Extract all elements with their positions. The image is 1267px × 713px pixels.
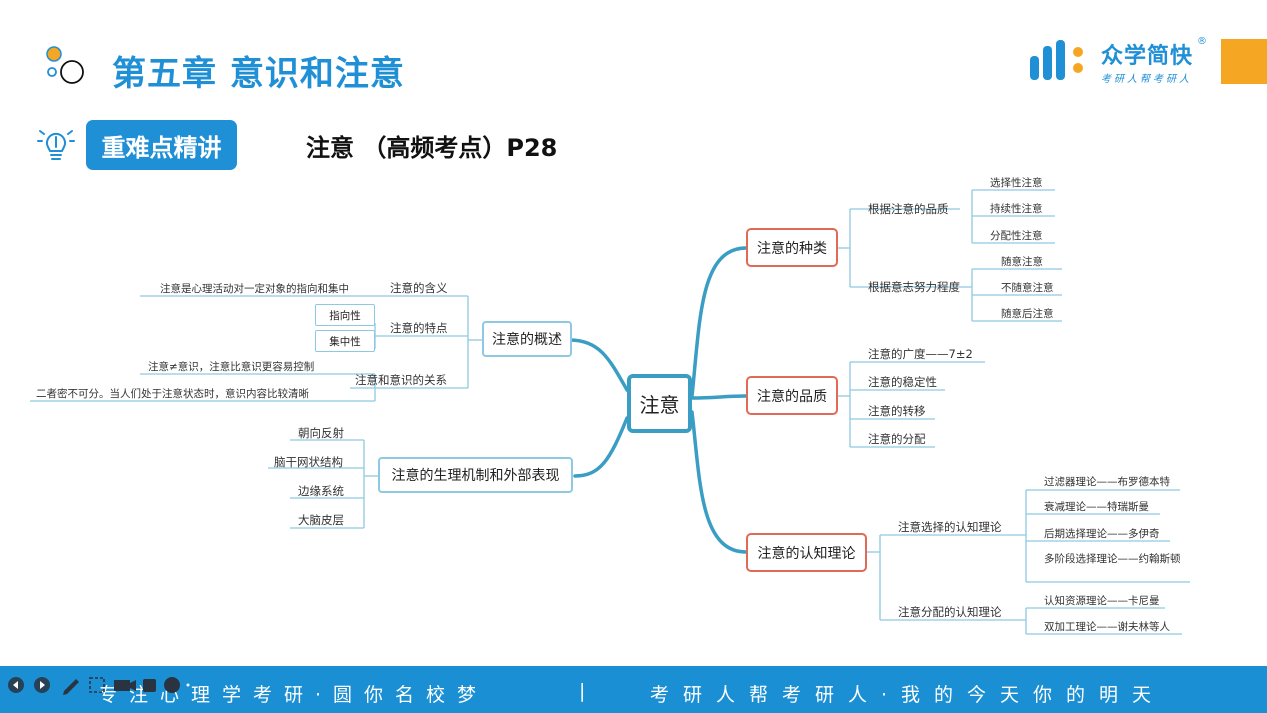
chat-icon[interactable] (164, 677, 180, 693)
leaf-resource-theory: 认知资源理论——卡尼曼 (1044, 595, 1160, 607)
next-icon[interactable] (34, 677, 50, 693)
leaf-multistage-selection: 多阶段选择理论——约翰斯顿 (1044, 553, 1181, 565)
presentation-controls (8, 677, 190, 695)
node-overview: 注意的概述 (482, 321, 572, 357)
label-relation: 注意和意识的关系 (355, 373, 447, 387)
leaf-directivity: 指向性 (315, 304, 375, 326)
label-by-effort: 根据意志努力程度 (868, 280, 960, 294)
leaf-cerebral-cortex: 大脑皮层 (298, 513, 344, 527)
leaf-divided: 分配性注意 (990, 230, 1043, 242)
leaf-span: 注意的广度——7±2 (868, 347, 973, 361)
leaf-voluntary: 随意注意 (1001, 256, 1043, 268)
label-by-quality: 根据注意的品质 (868, 202, 949, 216)
footer-separator: | (579, 680, 586, 702)
leaf-dual-process: 双加工理论——谢夫林等人 (1044, 621, 1170, 633)
leaf-orienting-reflex: 朝向反射 (298, 426, 344, 440)
leaf-distribution: 注意的分配 (868, 432, 926, 446)
brand-logo-icon (1030, 40, 1083, 80)
leaf-sustained: 持续性注意 (990, 203, 1043, 215)
more-icon[interactable] (186, 683, 190, 687)
leaf-relation-control: 注意≠意识，注意比意识更容易控制 (148, 361, 315, 373)
key-points-badge: 重难点精讲 (86, 120, 237, 170)
leaf-shifting: 注意的转移 (868, 404, 926, 418)
mindmap-connectors (30, 189, 1190, 635)
topic-title: 注意 （高频考点）P28 (306, 134, 558, 162)
leaf-reticular-formation: 脑干网状结构 (274, 455, 343, 469)
label-meaning: 注意的含义 (390, 281, 448, 295)
registered-mark: ® (1197, 36, 1207, 47)
decor-block (1221, 39, 1267, 84)
leaf-stability: 注意的稳定性 (868, 375, 937, 389)
stop-icon[interactable] (143, 679, 156, 692)
node-cognitive-theories: 注意的认知理论 (746, 533, 867, 572)
brand-slogan: 考研人帮考研人 (1101, 74, 1192, 85)
decor-circles-icon (46, 46, 84, 84)
leaf-late-selection: 后期选择理论——多伊奇 (1044, 528, 1160, 540)
label-selection-theories: 注意选择的认知理论 (898, 520, 1002, 534)
select-icon[interactable] (89, 677, 105, 693)
leaf-concentration: 集中性 (315, 330, 375, 352)
leaf-filter-theory: 过滤器理论——布罗德本特 (1044, 476, 1170, 488)
leaf-post-voluntary: 随意后注意 (1001, 308, 1054, 320)
node-attention-qualities: 注意的品质 (746, 376, 838, 415)
node-attention-types: 注意的种类 (746, 228, 838, 267)
leaf-attenuation-theory: 衰减理论——特瑞斯曼 (1044, 501, 1149, 513)
node-physiology: 注意的生理机制和外部表现 (378, 457, 573, 493)
footer-bar (0, 666, 1267, 713)
leaf-relation-inseparable: 二者密不可分。当人们处于注意状态时，意识内容比较清晰 (36, 388, 309, 400)
leaf-limbic-system: 边缘系统 (298, 484, 344, 498)
lightbulb-icon (37, 130, 75, 160)
leaf-involuntary: 不随意注意 (1001, 282, 1054, 294)
camera-icon[interactable] (114, 680, 136, 691)
leaf-selective: 选择性注意 (990, 177, 1043, 189)
chapter-title: 第五章 意识和注意 (112, 54, 405, 94)
pen-icon[interactable] (63, 679, 79, 695)
footer-slogan-left: 专注心理学考研·圆你名校梦 (98, 684, 489, 706)
footer-slogan-right: 考研人帮考研人·我的今天你的明天 (650, 684, 1166, 706)
brand-name: 众学简快 (1101, 44, 1194, 69)
label-features: 注意的特点 (390, 321, 448, 335)
mindmap-center-node: 注意 (627, 374, 692, 433)
label-allocation-theories: 注意分配的认知理论 (898, 605, 1002, 619)
prev-icon[interactable] (8, 677, 24, 693)
leaf-meaning-detail: 注意是心理活动对一定对象的指向和集中 (160, 283, 349, 295)
